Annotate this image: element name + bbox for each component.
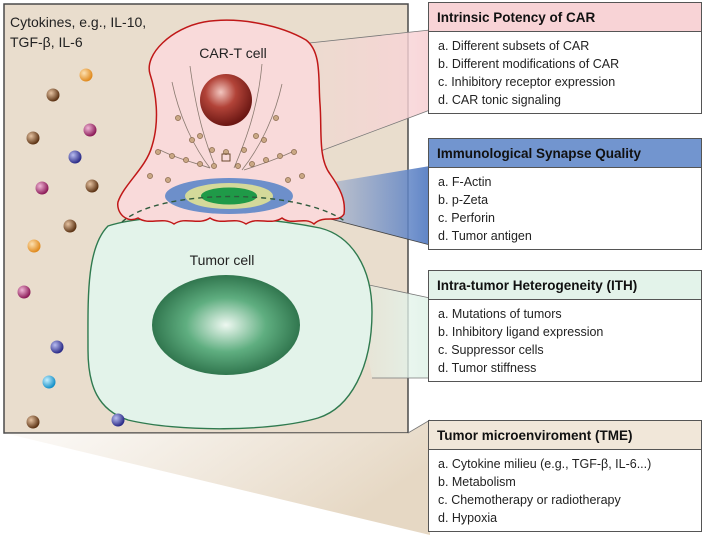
centrosome-marker (221, 153, 231, 162)
cytokine-beads (17, 68, 125, 429)
panel-synapse-quality: Immunological Synapse Quality a. F-Actin… (428, 138, 702, 250)
synapse-dashed-boundary (121, 195, 347, 223)
list-item: d. CAR tonic signaling (438, 93, 561, 107)
car-t-cell-label: CAR-T cell (199, 45, 266, 61)
cytokines-label-line1: Cytokines, e.g., IL-10, (10, 14, 146, 30)
list-item: c. Inhibitory receptor expression (438, 75, 616, 89)
list-item: a. Cytokine milieu (e.g., TGF-β, IL-6...… (438, 457, 652, 471)
tumor-cell-label: Tumor cell (190, 252, 255, 268)
list-item: b. Metabolism (438, 475, 516, 489)
car-t-nucleus (200, 74, 252, 126)
cytokine-bead (83, 123, 97, 137)
list-item: c. Perforin (438, 211, 495, 225)
cytokine-bead (42, 375, 56, 389)
panel-title: Intrinsic Potency of CAR (429, 3, 701, 32)
wedge-tme-edge (407, 419, 431, 434)
panel-title: Immunological Synapse Quality (429, 139, 701, 168)
cytokine-bead (111, 413, 125, 427)
list-item: c. Chemotherapy or radiotherapy (438, 493, 621, 507)
wedge-car-edge (299, 29, 431, 45)
list-item: a. Mutations of tumors (438, 307, 562, 321)
list-item: d. Tumor stiffness (438, 361, 537, 375)
panel-tumor-microenvironment: Tumor microenviroment (TME) a. Cytokine … (428, 420, 702, 532)
panel-intrinsic-potency: Intrinsic Potency of CAR a. Different su… (428, 2, 702, 114)
list-item: b. p-Zeta (438, 193, 489, 207)
panel-intra-tumor-heterogeneity: Intra-tumor Heterogeneity (ITH) a. Mutat… (428, 270, 702, 382)
list-item: b. Different modifications of CAR (438, 57, 620, 71)
cytokines-label-line2: TGF-β, IL-6 (10, 34, 83, 50)
list-item: a. F-Actin (438, 175, 492, 189)
receptor-dots (147, 115, 305, 183)
list-item: c. Suppressor cells (438, 343, 544, 357)
panel-list: a. Mutations of tumors b. Inhibitory lig… (429, 300, 701, 381)
tumor-nucleus (152, 275, 300, 375)
panel-title: Intra-tumor Heterogeneity (ITH) (429, 271, 701, 300)
cytokine-bead (68, 150, 82, 164)
cytokine-bead (46, 88, 60, 102)
cytokine-bead (27, 239, 41, 253)
wedge-car (300, 30, 430, 152)
list-item: a. Different subsets of CAR (438, 39, 590, 53)
cytokine-bead (17, 285, 31, 299)
wedge-tme (4, 420, 430, 535)
list-item: d. Tumor antigen (438, 229, 532, 243)
panel-list: a. F-Actin b. p-Zeta c. Perforin d. Tumo… (429, 168, 701, 249)
list-item: b. Inhibitory ligand expression (438, 325, 604, 339)
panel-list: a. Cytokine milieu (e.g., TGF-β, IL-6...… (429, 450, 701, 531)
cytokine-bead (35, 181, 49, 195)
cytokine-bead (50, 340, 64, 354)
wedge-car-edge (317, 109, 431, 153)
panel-title: Tumor microenviroment (TME) (429, 421, 701, 450)
panel-list: a. Different subsets of CAR b. Different… (429, 32, 701, 113)
cytokine-bead (79, 68, 93, 82)
wedge-ith (355, 282, 430, 378)
cytokine-bead (26, 415, 40, 429)
cytokine-bead (85, 179, 99, 193)
list-item: d. Hypoxia (438, 511, 498, 525)
cytokine-bead (63, 219, 77, 233)
cytokine-bead (26, 131, 40, 145)
